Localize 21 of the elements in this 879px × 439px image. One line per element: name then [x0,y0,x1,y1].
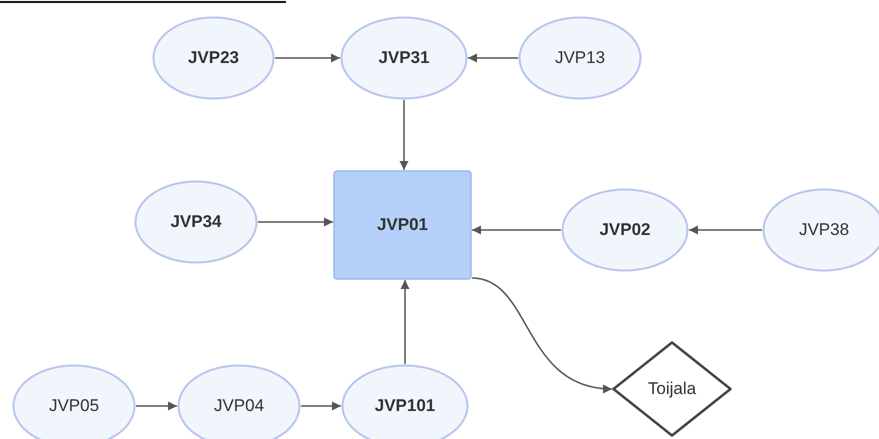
node-label: JVP05 [48,396,100,416]
node-label: JVP34 [170,212,222,232]
node-label: JVP23 [188,48,240,68]
node-label: JVP02 [599,220,651,240]
arrow [258,218,333,226]
node-label: JVP31 [378,48,430,68]
node-label: JVP04 [214,396,264,416]
arrow [136,402,177,410]
arrow [689,226,762,234]
arrow [275,54,340,62]
node-label: JVP101 [374,396,436,416]
node-label: JVP01 [376,215,428,235]
arrow [472,277,612,393]
arrow [400,280,410,364]
arrow [472,226,561,234]
arrow [400,100,408,170]
node-label: JVP13 [554,48,606,68]
node-label: JVP38 [798,220,850,240]
node-label: Toijala [648,379,696,399]
arrow [301,402,341,410]
arrow [468,54,518,62]
